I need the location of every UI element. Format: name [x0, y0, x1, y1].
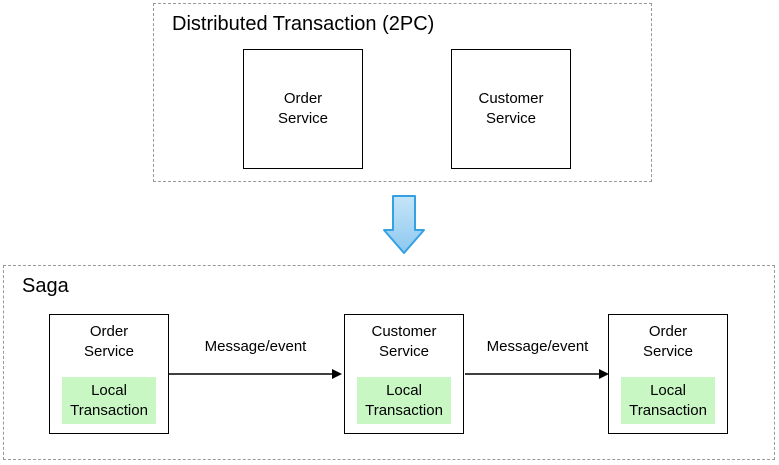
2pc-order-service-label: Order Service — [277, 90, 329, 127]
2pc-customer-service-box: Customer Service — [451, 49, 571, 169]
saga-order-service-box-1: Order Service Local Transaction — [49, 314, 169, 434]
message-event-arrow-2 — [465, 369, 609, 379]
local-transaction-label-1: Local Transaction — [70, 381, 148, 419]
down-arrow-icon — [383, 195, 425, 254]
local-transaction-label-2: Local Transaction — [365, 381, 443, 419]
2pc-customer-service-label: Customer Service — [478, 90, 544, 127]
saga-customer-service-box: Customer Service Local Transaction — [344, 314, 464, 434]
message-event-label-1: Message/event — [204, 338, 307, 355]
local-transaction-box-1: Local Transaction — [62, 377, 156, 424]
local-transaction-label-3: Local Transaction — [629, 381, 707, 419]
saga-order-service-box-2: Order Service Local Transaction — [608, 314, 728, 434]
message-event-arrow-1 — [168, 369, 342, 379]
saga-group: Saga Order Service Local Transaction Mes… — [3, 265, 775, 460]
arrow-head — [599, 369, 609, 379]
local-transaction-box-3: Local Transaction — [621, 377, 715, 424]
saga-group-title: Saga — [22, 275, 69, 297]
2pc-group: Distributed Transaction (2PC) Order Serv… — [153, 3, 652, 182]
2pc-group-title: Distributed Transaction (2PC) — [172, 13, 435, 35]
local-transaction-box-2: Local Transaction — [357, 377, 451, 424]
saga-order-service-label-2: Order Service — [642, 323, 694, 360]
message-event-label-2: Message/event — [486, 338, 589, 355]
down-arrow-shape — [383, 195, 425, 254]
arrow-head — [332, 369, 342, 379]
saga-customer-service-label: Customer Service — [371, 323, 437, 360]
2pc-order-service-box: Order Service — [243, 49, 363, 169]
saga-order-service-label-1: Order Service — [83, 323, 135, 360]
